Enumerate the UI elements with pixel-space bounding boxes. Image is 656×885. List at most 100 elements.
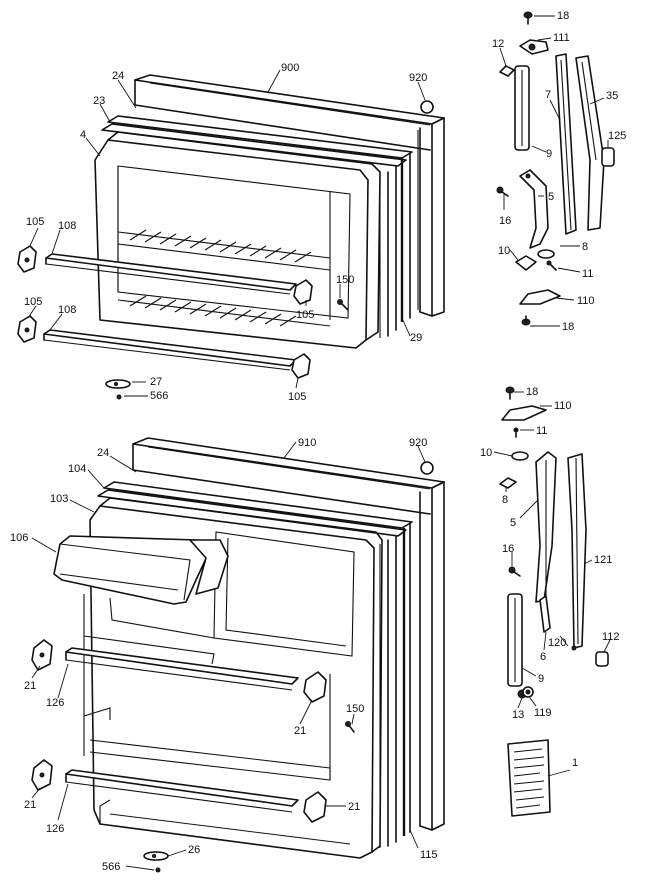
hinge-pin-119 — [522, 686, 534, 698]
handle-trim-9-lower — [507, 593, 523, 687]
hinge-110-lower — [501, 405, 547, 421]
label-12: 12 — [492, 38, 504, 50]
plug-920-lower — [420, 461, 434, 475]
lower-callout-labels: 18 110 11 910 920 10 24 104 8 103 5 106 … — [10, 386, 620, 873]
part-8-upper — [537, 249, 555, 259]
fresh-food-bracket-left-lower — [31, 759, 53, 791]
label-5: 5 — [548, 191, 554, 203]
label-110: 110 — [577, 295, 595, 307]
cap-112 — [595, 651, 609, 667]
label-10: 10 — [498, 245, 510, 257]
label-21: 21 — [24, 680, 36, 692]
label-121: 121 — [594, 554, 612, 566]
label-24: 24 — [97, 447, 109, 459]
label-105: 105 — [24, 296, 42, 308]
label-4: 4 — [80, 129, 86, 141]
handle-bracket-5-upper — [519, 169, 549, 249]
freezer-shelf-bar-upper — [45, 253, 297, 295]
screw-150-upper — [337, 299, 349, 311]
freezer-bracket-left-upper — [17, 245, 37, 273]
freezer-handle-assembly — [496, 11, 615, 326]
label-119: 119 — [534, 707, 552, 719]
handle-cover-35 — [575, 55, 605, 231]
label-1: 1 — [572, 757, 578, 769]
plug-920-upper — [420, 100, 434, 114]
label-126: 126 — [46, 697, 64, 709]
label-24: 24 — [112, 70, 124, 82]
label-35: 35 — [606, 90, 618, 102]
cap-125 — [601, 147, 615, 167]
label-106: 106 — [10, 532, 28, 544]
label-6: 6 — [540, 651, 546, 663]
fresh-food-door-assembly — [31, 437, 445, 873]
part-27-upper — [105, 379, 131, 389]
label-105: 105 — [296, 309, 314, 321]
screw-566-lower — [155, 867, 161, 873]
hinge-10-lower — [511, 451, 529, 461]
fresh-food-outer-door-panel — [132, 437, 445, 831]
label-11: 11 — [582, 268, 593, 280]
hinge-110-upper — [519, 289, 561, 305]
manual-text-lines — [513, 748, 545, 809]
screw-566-upper — [116, 394, 122, 400]
label-120: 120 — [548, 637, 566, 649]
label-21: 21 — [294, 725, 306, 737]
leader-lines — [27, 15, 611, 871]
screw-120 — [571, 645, 577, 651]
freezer-gasket — [101, 115, 413, 338]
label-125: 125 — [608, 130, 626, 142]
screw-16-lower — [508, 566, 521, 577]
label-105: 105 — [288, 391, 306, 403]
label-9: 9 — [546, 148, 552, 160]
label-26: 26 — [188, 844, 200, 856]
label-18: 18 — [526, 386, 538, 398]
label-111: 111 — [553, 32, 570, 44]
label-566: 566 — [102, 861, 120, 873]
hinge-10-upper — [515, 255, 537, 271]
label-910: 910 — [298, 437, 316, 449]
screw-150-lower — [345, 721, 355, 733]
screw-16-upper — [496, 186, 509, 197]
label-27: 27 — [150, 376, 162, 388]
handle-6 — [539, 595, 551, 633]
manual-1 — [507, 739, 551, 817]
label-21: 21 — [24, 799, 36, 811]
label-8: 8 — [502, 494, 508, 506]
freezer-door-liner — [94, 131, 381, 349]
screw-18-lower — [505, 386, 515, 400]
label-18: 18 — [562, 321, 574, 333]
fresh-food-bracket-right-lower — [303, 791, 327, 823]
handle-trim-9-upper — [514, 65, 530, 151]
screw-11-upper — [546, 260, 557, 271]
label-10: 10 — [480, 447, 492, 459]
freezer-door-assembly — [17, 74, 445, 400]
freezer-bracket-left-lower — [17, 315, 37, 343]
label-150: 150 — [346, 703, 364, 715]
handle-cover-121 — [567, 453, 587, 649]
fresh-food-shelf-bar-upper — [65, 647, 299, 691]
butter-door-106 — [53, 535, 229, 605]
label-108: 108 — [58, 304, 76, 316]
hinge-111 — [519, 39, 549, 55]
label-5: 5 — [510, 517, 516, 529]
screw-18-upper-bottom — [521, 315, 531, 326]
label-23: 23 — [93, 95, 105, 107]
label-7: 7 — [545, 89, 551, 101]
label-566: 566 — [150, 390, 168, 402]
handle-7-upper — [555, 53, 577, 235]
label-18: 18 — [557, 10, 569, 22]
label-150: 150 — [336, 274, 354, 286]
label-105: 105 — [26, 216, 44, 228]
label-13: 13 — [512, 709, 524, 721]
freezer-bracket-right-lower — [291, 353, 311, 379]
label-21: 21 — [348, 801, 360, 813]
label-110: 110 — [554, 400, 572, 412]
label-108: 108 — [58, 220, 76, 232]
label-103: 103 — [50, 493, 68, 505]
trim-12 — [499, 65, 515, 77]
fresh-food-bracket-right-upper — [303, 671, 327, 703]
handle-bracket-5-lower — [535, 451, 557, 603]
freezer-outer-door-panel — [134, 74, 445, 317]
label-920: 920 — [409, 72, 427, 84]
